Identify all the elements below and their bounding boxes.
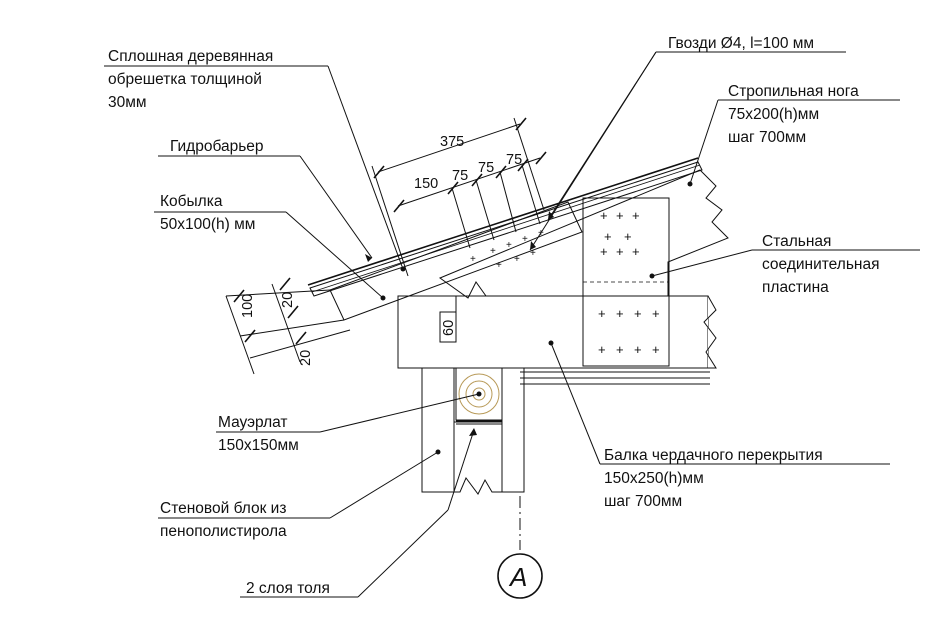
label-tol: 2 слоя толя bbox=[246, 580, 330, 597]
label-mauerlat-1: Мауэрлат bbox=[218, 414, 288, 431]
svg-text:+: + bbox=[652, 306, 660, 321]
kobylka-board: + + + + + + + + bbox=[329, 201, 583, 321]
dim-75-c: 75 bbox=[506, 152, 522, 168]
leader-lines bbox=[104, 51, 920, 598]
svg-text:+: + bbox=[522, 234, 528, 245]
svg-text:+: + bbox=[598, 342, 606, 357]
label-sheathing-1: Сплошная деревянная bbox=[108, 48, 273, 65]
label-plate-3: пластина bbox=[762, 279, 829, 296]
label-nails: Гвозди Ø4, l=100 мм bbox=[668, 35, 814, 52]
axis-marker: А bbox=[497, 496, 543, 599]
label-plate-1: Стальная bbox=[762, 233, 831, 250]
svg-text:+: + bbox=[600, 244, 608, 259]
svg-text:+: + bbox=[600, 208, 608, 223]
wall-concrete-core bbox=[453, 421, 503, 495]
svg-text:+: + bbox=[470, 254, 476, 265]
label-beam-2: 150x250(h)мм bbox=[604, 470, 704, 487]
label-mauerlat-2: 150x150мм bbox=[218, 437, 299, 454]
dim-75-b: 75 bbox=[478, 160, 494, 176]
svg-text:+: + bbox=[616, 342, 624, 357]
wall-block-left bbox=[421, 367, 455, 493]
dim-60: 60 bbox=[439, 296, 457, 343]
dim-20-b: 20 bbox=[298, 350, 314, 366]
svg-text:+: + bbox=[634, 342, 642, 357]
label-rafter-1: Стропильная нога bbox=[728, 83, 859, 100]
label-rafter-3: шаг 700мм bbox=[728, 129, 806, 146]
svg-text:+: + bbox=[506, 240, 512, 251]
dimension-chain-top: 375 150 75 75 75 bbox=[371, 117, 547, 277]
steel-connecting-plate: +++ +++ ++ ++++ ++++ bbox=[582, 197, 670, 367]
label-wallblock-2: пенополистирола bbox=[160, 523, 287, 540]
wall-block-right bbox=[501, 367, 525, 493]
svg-text:+: + bbox=[652, 342, 660, 357]
dim-20-a: 20 bbox=[280, 292, 296, 308]
label-beam-3: шаг 700мм bbox=[604, 493, 682, 510]
dim-75-a: 75 bbox=[452, 168, 468, 184]
svg-text:+: + bbox=[624, 229, 632, 244]
dimension-chain-left: 100 20 20 bbox=[225, 277, 351, 375]
dim-375: 375 bbox=[440, 134, 464, 150]
svg-text:+: + bbox=[632, 208, 640, 223]
rafter-leg bbox=[438, 169, 729, 299]
label-sheathing-3: 30мм bbox=[108, 94, 147, 111]
svg-text:+: + bbox=[530, 248, 536, 259]
svg-text:+: + bbox=[604, 229, 612, 244]
attic-floor-beam bbox=[397, 295, 717, 385]
svg-text:+: + bbox=[632, 244, 640, 259]
label-sheathing-2: обрешетка толщиной bbox=[108, 71, 262, 88]
dim-150: 150 bbox=[414, 176, 438, 192]
svg-text:+: + bbox=[616, 306, 624, 321]
label-rafter-2: 75x200(h)мм bbox=[728, 106, 819, 123]
label-wallblock-1: Стеновой блок из bbox=[160, 500, 286, 517]
callout-labels: Сплошная деревянная обрешетка толщиной 3… bbox=[108, 35, 879, 597]
dim-100: 100 bbox=[240, 294, 256, 318]
label-kobylka-1: Кобылка bbox=[160, 193, 223, 210]
label-plate-2: соединительная bbox=[762, 256, 879, 273]
svg-text:+: + bbox=[634, 306, 642, 321]
axis-marker-label: А bbox=[508, 562, 527, 592]
dim-60-label: 60 bbox=[441, 320, 457, 336]
svg-text:+: + bbox=[598, 306, 606, 321]
svg-text:+: + bbox=[496, 260, 502, 271]
svg-text:+: + bbox=[514, 254, 520, 265]
label-beam-1: Балка чердачного перекрытия bbox=[604, 447, 823, 464]
label-hydrobarrier: Гидробарьер bbox=[170, 138, 264, 155]
svg-text:+: + bbox=[616, 244, 624, 259]
svg-text:+: + bbox=[616, 208, 624, 223]
roof-sheathing bbox=[307, 157, 703, 297]
svg-text:+: + bbox=[490, 246, 496, 257]
label-kobylka-2: 50x100(h) мм bbox=[160, 216, 255, 233]
